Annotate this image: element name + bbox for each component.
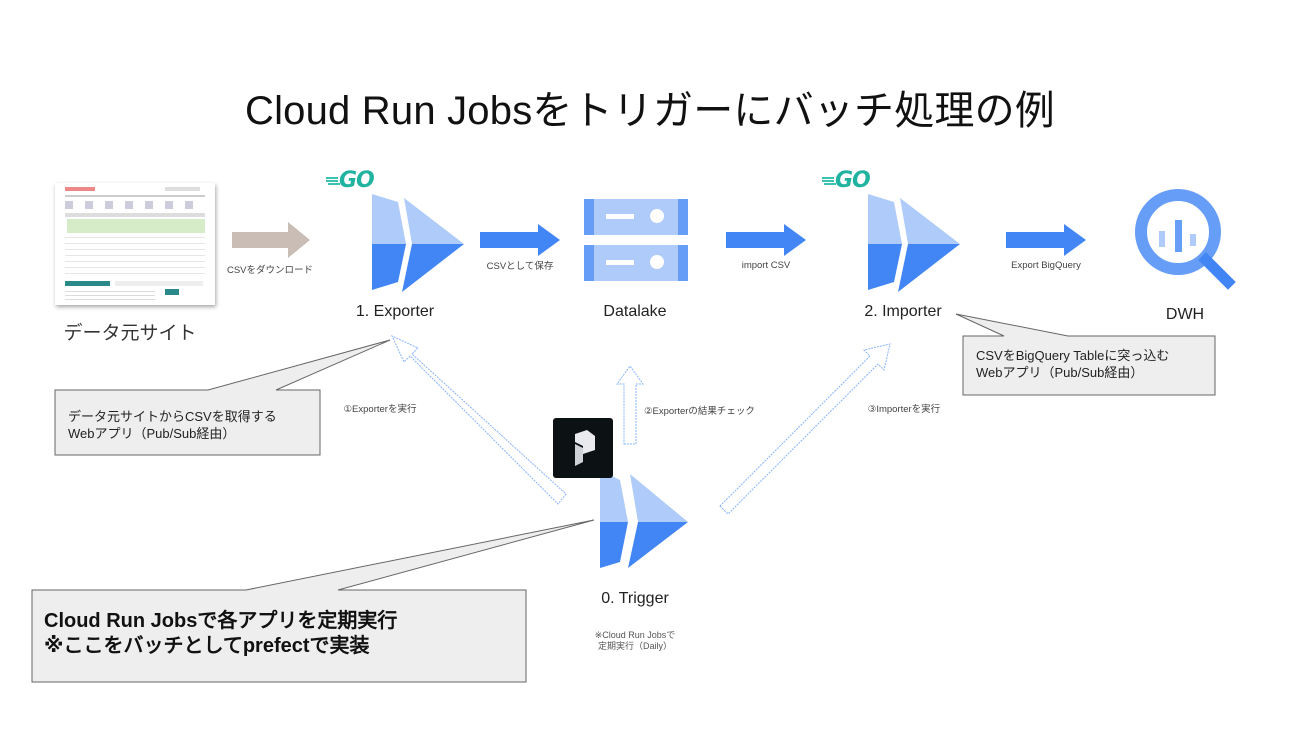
exporter-callout-shape (54, 339, 391, 456)
page-title: Cloud Run Jobsをトリガーにバッチ処理の例 (244, 89, 1055, 133)
exporter-callout-line2: Webアプリ（Pub/Sub経由） (68, 426, 236, 441)
datalake-storage-icon (584, 199, 688, 281)
save-csv-arrow (480, 224, 560, 256)
save-csv-label: CSVとして保存 (486, 261, 554, 272)
trigger-callout-shape (31, 519, 595, 683)
download-label: CSVをダウンロード (226, 265, 314, 276)
importer-callout-line1: CSVをBigQuery Tableに突っ込む (976, 348, 1170, 363)
check-exporter-label: ②Exporterの結果チェック (644, 406, 755, 417)
import-csv-arrow (726, 224, 806, 256)
exporter-label: 1. Exporter (355, 303, 435, 320)
run-importer-arrow (719, 343, 891, 515)
trigger-note: ※Cloud Run Jobsで 定期実行（Daily） (570, 630, 700, 652)
run-importer-label: ③Importerを実行 (867, 404, 941, 415)
source-site-label: データ元サイト (63, 323, 197, 344)
importer-cloud-run-icon (868, 194, 960, 292)
trigger-label: 0. Trigger (601, 590, 669, 607)
trigger-callout-line1: Cloud Run Jobsで各アプリを定期実行 (44, 610, 398, 632)
exporter-callout: データ元サイトからCSVを取得する Webアプリ（Pub/Sub経由） (68, 408, 277, 442)
download-arrow (232, 222, 310, 258)
trigger-cloud-run-icon (600, 470, 688, 568)
importer-callout: CSVをBigQuery Tableに突っ込む Webアプリ（Pub/Sub経由… (976, 347, 1169, 381)
prefect-logo-icon (553, 418, 613, 478)
trigger-note-line1: ※Cloud Run Jobsで (594, 630, 676, 640)
importer-callout-shape (955, 313, 1216, 396)
run-exporter-label: ①Exporterを実行 (343, 404, 417, 415)
importer-label: 2. Importer (864, 303, 942, 320)
datalake-label: Datalake (603, 303, 667, 320)
importer-go-badge: GO (822, 168, 871, 193)
source-site-screenshot (55, 183, 215, 305)
export-bigquery-label: Export BigQuery (1011, 260, 1081, 271)
run-exporter-arrow (390, 334, 567, 505)
importer-callout-line2: Webアプリ（Pub/Sub経由） (976, 365, 1144, 380)
trigger-note-line2: 定期実行（Daily） (597, 641, 672, 651)
check-exporter-arrow (616, 365, 644, 445)
import-csv-label: import CSV (741, 260, 791, 271)
exporter-go-badge: GO (326, 168, 375, 193)
bigquery-icon (1135, 189, 1236, 290)
dwh-label: DWH (1165, 306, 1205, 323)
export-bigquery-arrow (1006, 224, 1086, 256)
exporter-cloud-run-icon (372, 194, 464, 292)
exporter-callout-line1: データ元サイトからCSVを取得する (68, 409, 277, 424)
trigger-callout: Cloud Run Jobsで各アプリを定期実行 ※ここをバッチとしてprefe… (44, 609, 397, 659)
trigger-callout-line2: ※ここをバッチとしてprefectで実装 (44, 635, 370, 657)
